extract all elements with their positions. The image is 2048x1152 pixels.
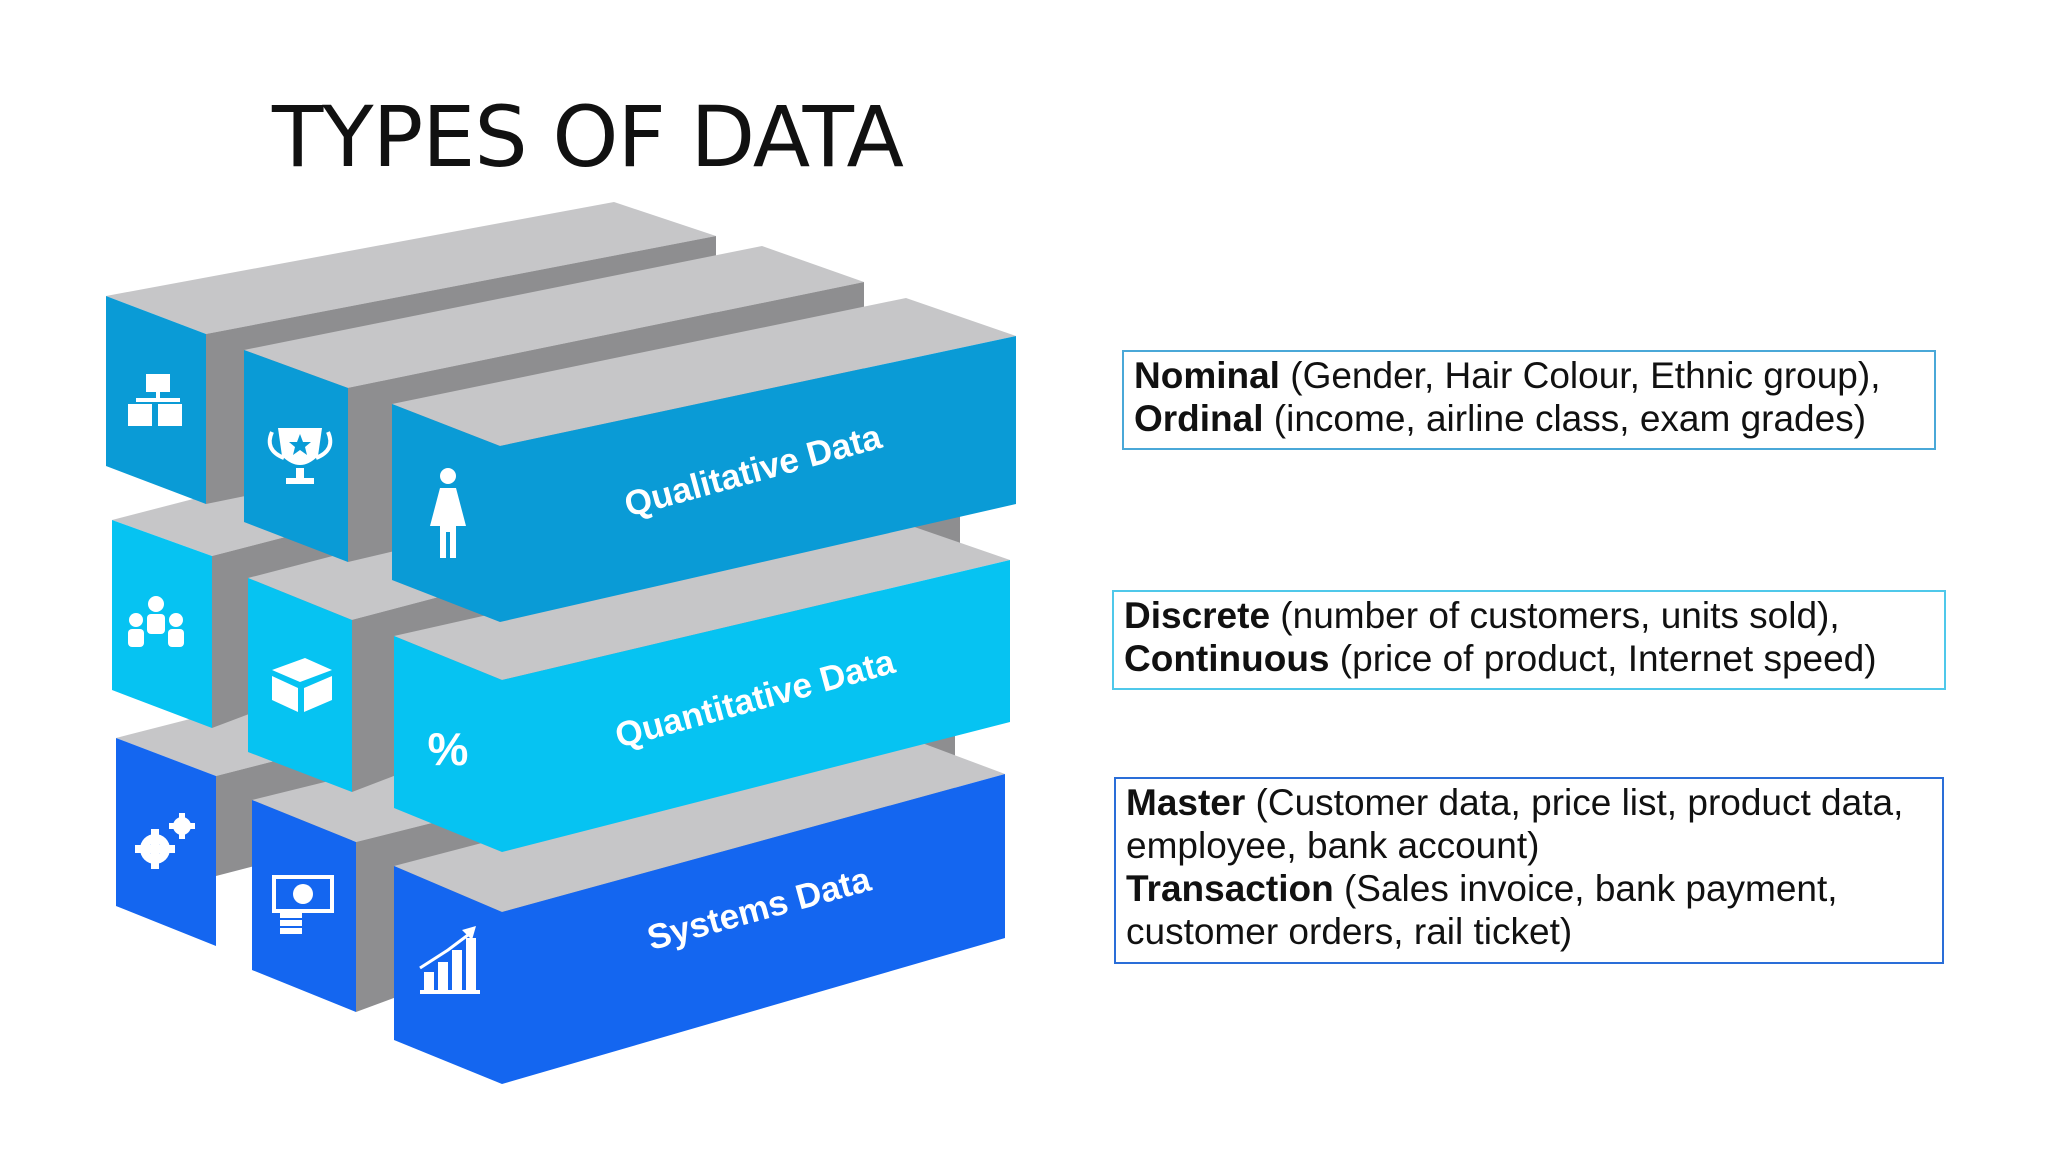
systems-front-bar [394,734,1005,1084]
person-icon [430,468,466,558]
slide-title: TYPES OF DATA [272,88,904,186]
quantitative-description-box: Discrete (number of customers, units sol… [1112,590,1946,690]
description-line: Continuous (price of product, Internet s… [1124,637,1934,680]
description-line: Transaction (Sales invoice, bank payment… [1126,867,1932,910]
ordinal-examples: (income, airline class, exam grades) [1263,398,1867,439]
nominal-examples: (Gender, Hair Colour, Ethnic group), [1279,355,1881,396]
team-icon [128,596,184,647]
master-examples: (Customer data, price list, product data… [1245,782,1904,823]
master-term: Master [1126,782,1246,823]
growth-chart-icon [419,926,480,994]
percent-icon: % [428,723,469,775]
continuous-term: Continuous [1124,638,1330,679]
description-line: employee, bank account) [1126,824,1932,867]
discrete-term: Discrete [1124,595,1271,636]
hierarchy-icon [128,374,182,426]
transaction-examples-continued: customer orders, rail ticket) [1126,911,1573,952]
qualitative-block-group: Qualitative Data [106,202,1016,622]
continuous-examples: (price of product, Internet speed) [1329,638,1877,679]
trophy-icon [267,428,333,484]
money-icon [272,875,334,934]
description-line: Nominal (Gender, Hair Colour, Ethnic gro… [1134,354,1924,397]
nominal-term: Nominal [1134,355,1280,396]
description-line: customer orders, rail ticket) [1126,910,1932,953]
description-line: Discrete (number of customers, units sol… [1124,594,1934,637]
systems-description-box: Master (Customer data, price list, produ… [1114,777,1944,964]
qualitative-description-box: Nominal (Gender, Hair Colour, Ethnic gro… [1122,350,1936,450]
transaction-term: Transaction [1126,868,1334,909]
quantitative-front-bar [394,522,1010,852]
transaction-examples: (Sales invoice, bank payment, [1333,868,1838,909]
box-icon [272,658,332,712]
ordinal-term: Ordinal [1134,398,1264,439]
description-line: Ordinal (income, airline class, exam gra… [1134,397,1924,440]
gears-icon [135,813,195,869]
discrete-examples: (number of customers, units sold), [1270,595,1840,636]
description-line: Master (Customer data, price list, produ… [1126,781,1932,824]
master-examples-continued: employee, bank account) [1126,825,1540,866]
